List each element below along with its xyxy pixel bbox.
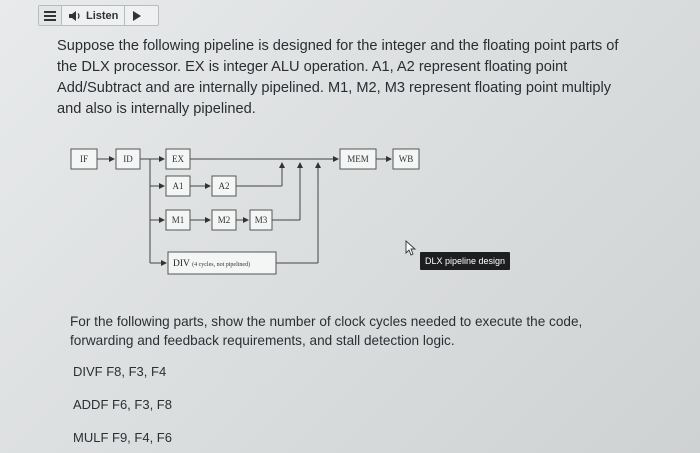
mouse-pointer-icon (405, 240, 417, 256)
instruction-2: ADDF F6, F3, F8 (73, 397, 172, 412)
stage-wb-label: WB (399, 154, 414, 164)
stage-ex-box (165, 148, 191, 170)
instruction-1: DIVF F8, F3, F4 (73, 364, 167, 379)
menu-icon (44, 10, 56, 21)
listen-label: Listen (86, 9, 119, 22)
stage-id-label: ID (123, 154, 133, 164)
stage-mem-box (339, 148, 377, 170)
stage-wb-box (392, 148, 420, 170)
listen-toolbar: Listen (38, 5, 159, 26)
pipeline-diagram: IF ID EX A1 A2 M1 M2 M3 DIV (4 cycles, n… (70, 148, 420, 275)
play-icon (132, 10, 141, 21)
play-button[interactable] (125, 6, 147, 25)
question-paragraph: Suppose the following pipeline is design… (57, 38, 619, 117)
stage-ex-label: EX (172, 154, 184, 164)
stage-a2-label: A2 (219, 181, 230, 191)
stage-id-box (115, 148, 141, 170)
stage-m3-label: M3 (255, 215, 268, 225)
stage-mem-label: MEM (347, 154, 369, 164)
stage-div-box (167, 251, 277, 275)
stage-div-label: DIV (4 cycles, not pipelined) (173, 259, 250, 269)
stage-a2-box (211, 175, 237, 197)
speaker-icon (69, 10, 80, 21)
diagram-tooltip: DLX pipeline design (420, 252, 510, 270)
listen-button[interactable]: Listen (62, 6, 126, 25)
stage-if-box (70, 148, 98, 170)
stage-m2-box (211, 209, 237, 231)
stage-m3-box (249, 209, 273, 231)
stage-m1-label: M1 (172, 215, 185, 225)
parts-paragraph: For the following parts, show the number… (70, 314, 583, 348)
stage-if-label: IF (80, 154, 88, 164)
instruction-3: MULF F9, F4, F6 (73, 430, 172, 445)
stage-m2-label: M2 (218, 215, 231, 225)
stage-a1-box (165, 175, 191, 197)
menu-button[interactable] (39, 6, 62, 25)
stage-a1-label: A1 (173, 181, 184, 191)
stage-div-note: (4 cycles, not pipelined) (192, 261, 250, 268)
stage-m1-box (165, 209, 191, 231)
